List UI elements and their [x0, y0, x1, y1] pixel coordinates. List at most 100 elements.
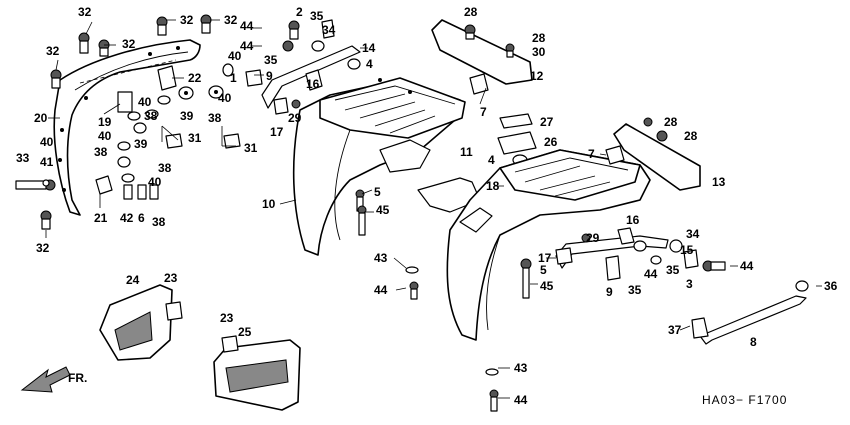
callout-40e: 40 — [148, 175, 162, 189]
callout-29a: 29 — [288, 111, 302, 125]
rail-14 — [261, 45, 361, 109]
fasteners-left — [15, 14, 241, 230]
callout-35c: 35 — [628, 283, 642, 297]
callout-32f: 32 — [36, 241, 50, 255]
callout-5b: 5 — [540, 263, 547, 277]
screw-29 — [291, 99, 301, 109]
bracket-19 — [117, 91, 133, 113]
callout-6: 6 — [138, 211, 145, 225]
callout-4b: 4 — [488, 153, 495, 167]
callout-30: 30 — [532, 45, 546, 59]
callout-32e: 32 — [46, 44, 60, 58]
callout-37: 37 — [668, 323, 682, 337]
callout-1: 1 — [230, 71, 237, 85]
callout-39a: 39 — [180, 109, 194, 123]
callout-2: 2 — [296, 5, 303, 19]
grommet-9 — [245, 69, 263, 87]
callout-44d: 44 — [644, 267, 658, 281]
callout-5a: 5 — [374, 185, 381, 199]
callout-labels: 32 32 32 32 32 32 20 22 39 38 40 40 40 1… — [16, 5, 838, 407]
callout-19: 19 — [98, 115, 112, 129]
callout-31b: 31 — [244, 141, 258, 155]
direction-label: FR. — [68, 371, 87, 385]
callout-42: 42 — [120, 211, 134, 225]
callout-43a: 43 — [374, 251, 388, 265]
callout-28b: 28 — [532, 31, 546, 45]
callout-40d: 40 — [98, 129, 112, 143]
callout-38a: 38 — [208, 111, 222, 125]
callout-23b: 23 — [220, 311, 234, 325]
callout-33: 33 — [16, 151, 30, 165]
callout-44b: 44 — [240, 39, 254, 53]
callout-44e: 44 — [740, 259, 754, 273]
clip-16 — [305, 69, 323, 91]
front-direction-arrow: FR. — [20, 366, 87, 393]
callout-8: 8 — [750, 335, 757, 349]
bracket-13 — [613, 123, 701, 191]
callout-32c: 32 — [224, 13, 238, 27]
callout-44a: 44 — [240, 19, 254, 33]
callout-40c: 40 — [218, 91, 232, 105]
rod-8 — [691, 280, 809, 345]
callout-11: 11 — [460, 145, 473, 159]
callout-7b: 7 — [588, 147, 595, 161]
callout-34b: 34 — [686, 227, 700, 241]
callout-24: 24 — [126, 273, 140, 287]
callout-38c: 38 — [94, 145, 108, 159]
callout-45b: 45 — [540, 279, 554, 293]
rear-fender-10 — [292, 77, 466, 256]
callout-17b: 17 — [538, 251, 552, 265]
callout-38b: 38 — [144, 109, 158, 123]
label-27 — [499, 113, 533, 129]
callout-35a: 35 — [310, 9, 324, 23]
callout-9b: 9 — [606, 285, 613, 299]
callout-28a: 28 — [464, 5, 478, 19]
callout-35d: 35 — [666, 263, 680, 277]
callout-41: 41 — [40, 155, 54, 169]
callout-32a: 32 — [78, 5, 92, 19]
callout-40-left: 40 — [40, 135, 54, 149]
callout-12: 12 — [530, 69, 544, 83]
callout-16a: 16 — [306, 77, 320, 91]
callout-3: 3 — [686, 277, 693, 291]
bracket-21 — [95, 175, 113, 195]
callout-45a: 45 — [376, 203, 390, 217]
bracket-22 — [157, 65, 177, 91]
pad-26 — [497, 131, 537, 155]
callout-43b: 43 — [514, 361, 528, 375]
callout-13: 13 — [712, 175, 726, 189]
bracket-12 — [431, 19, 533, 85]
callout-38d: 38 — [158, 161, 172, 175]
callout-31a: 31 — [188, 131, 202, 145]
callout-32d: 32 — [122, 37, 136, 51]
drawing-code: HA03− F1700 — [702, 393, 787, 407]
callout-40a: 40 — [138, 95, 152, 109]
callout-36: 36 — [824, 279, 838, 293]
callout-40b: 40 — [228, 49, 242, 63]
callout-15: 15 — [680, 243, 694, 257]
leader-lines — [45, 19, 822, 399]
callout-28d: 28 — [684, 129, 698, 143]
callout-44c: 44 — [374, 283, 388, 297]
callout-27: 27 — [540, 115, 554, 129]
rear-fender-18 — [446, 149, 651, 341]
callout-20: 20 — [34, 111, 48, 125]
callout-16b: 16 — [626, 213, 640, 227]
callout-29b: 29 — [586, 231, 600, 245]
callout-10: 10 — [262, 197, 276, 211]
callout-23a: 23 — [164, 271, 178, 285]
callout-18: 18 — [486, 179, 500, 193]
callout-32b: 32 — [180, 13, 194, 27]
callout-21: 21 — [94, 211, 108, 225]
callout-25: 25 — [238, 325, 252, 339]
callout-39b: 39 — [134, 137, 148, 151]
callout-28c: 28 — [664, 115, 678, 129]
callout-7a: 7 — [480, 105, 487, 119]
callout-4a: 4 — [366, 57, 373, 71]
callout-26: 26 — [544, 135, 558, 149]
callout-17a: 17 — [270, 125, 284, 139]
callout-44f: 44 — [514, 393, 528, 407]
holder-17 — [273, 97, 289, 115]
callout-22: 22 — [188, 71, 202, 85]
